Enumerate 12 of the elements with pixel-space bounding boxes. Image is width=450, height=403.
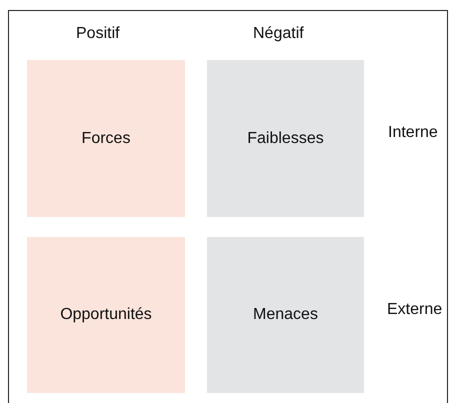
quadrant-box: [27, 60, 185, 217]
column-header: Négatif: [253, 25, 304, 43]
quadrant-label: Forces: [82, 130, 130, 148]
quadrant-label: Faiblesses: [247, 130, 324, 148]
quadrant-box: [27, 237, 185, 393]
quadrant-box: [207, 237, 364, 393]
row-header: Interne: [388, 124, 438, 142]
column-header: Positif: [76, 25, 120, 43]
quadrant-box: [207, 60, 364, 217]
quadrant-label: Opportunités: [60, 306, 152, 324]
quadrant-label: Menaces: [253, 306, 318, 324]
row-header: Externe: [387, 301, 442, 319]
